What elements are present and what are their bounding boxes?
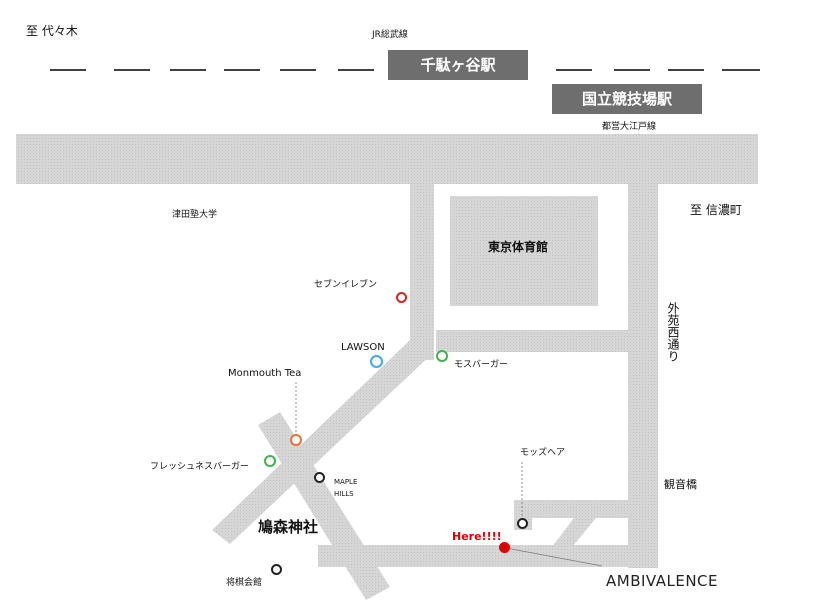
tokyo-gymnasium-label: 東京体育館 [488, 240, 549, 254]
maple-hills-pin-icon [314, 472, 325, 483]
diagonal-road-lower-right [548, 518, 596, 552]
maple-hills-label-line2: HILLS [334, 490, 354, 498]
freshness-burger-pin-icon [264, 455, 276, 467]
monmouth-tea-pin-icon [290, 434, 302, 446]
oedo-line-label: 都営大江戸線 [602, 122, 657, 132]
freshness-burger-label: フレッシュネスバーガー [150, 462, 250, 472]
gaien-nishi-dori-label: 外苑西通り [666, 302, 680, 362]
station-kokuritsu-kyogijo: 国立競技場駅 [552, 84, 702, 114]
leader-lines [295, 382, 603, 567]
lawson-label: LAWSON [341, 342, 385, 353]
monmouth-tea-label: Monmouth Tea [228, 368, 302, 379]
mods-hair-pin-icon [517, 518, 528, 529]
direction-shinanomachi: 至 信濃町 [690, 203, 742, 217]
hatomori-shrine-label: 鳩森神社 [258, 518, 319, 536]
seven-eleven-pin-icon [396, 292, 407, 303]
jr-line-label: JR総武線 [372, 30, 408, 40]
road-mid-horizontal [436, 330, 628, 352]
lawson-pin-icon [370, 355, 383, 368]
road-center-vertical [410, 184, 434, 360]
maple-hills-label-line1: MAPLE [334, 478, 358, 486]
road-bottom [318, 545, 654, 567]
mos-burger-pin-icon [436, 350, 448, 362]
kannonbashi-label: 観音橋 [664, 478, 697, 491]
mods-hair-label: モッズヘア [520, 448, 566, 458]
station-sendagaya: 千駄ヶ谷駅 [388, 50, 528, 80]
main-avenue [16, 134, 758, 184]
here-label: Here!!!! [452, 530, 502, 543]
gymnasium-block [450, 196, 598, 306]
shogi-kaikan-label: 将棋会館 [226, 578, 263, 588]
road-stub [514, 500, 654, 518]
mos-burger-label: モスバーガー [454, 360, 509, 370]
diagonal-road-main [212, 340, 434, 544]
tsuda-college-label: 津田塾大学 [172, 210, 218, 220]
ambivalence-label: AMBIVALENCE [606, 572, 718, 590]
here-marker-icon [499, 542, 510, 553]
direction-yoyogi: 至 代々木 [26, 24, 78, 38]
diagonal-road-cross [258, 412, 390, 600]
shogi-kaikan-pin-icon [271, 564, 282, 575]
seven-eleven-label: セブンイレブン [314, 280, 378, 290]
roads [16, 134, 758, 600]
